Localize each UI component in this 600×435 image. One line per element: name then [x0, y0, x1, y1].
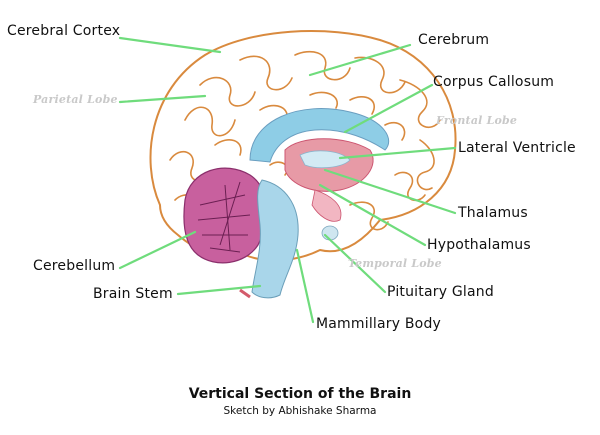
leader-corpus-callosum [343, 83, 434, 134]
leader-lateral-ventricle [338, 146, 457, 160]
caption-title: Vertical Section of the Brain [188, 386, 412, 402]
label-brain-stem: Brain Stem [93, 286, 173, 302]
leader-thalamus [323, 168, 457, 215]
caption-credit: Sketch by Abhishake Sharma [223, 405, 377, 417]
corpus-callosum-shape [249, 108, 390, 163]
label-parietal-lobe: Parietal Lobe [33, 93, 118, 106]
pituitary-shape [321, 225, 339, 241]
leader-brain-stem [176, 284, 262, 296]
stem-base-mark [239, 288, 251, 299]
label-thalamus: Thalamus [458, 205, 528, 221]
label-cerebrum: Cerebrum [418, 32, 490, 48]
leader-mammillary-body [295, 248, 315, 324]
label-temporal-lobe: Temporal Lobe [348, 257, 442, 270]
label-corpus-callosum: Corpus Callosum [433, 74, 555, 90]
label-pituitary-gland: Pituitary Gland [387, 284, 494, 300]
brain-stem-shape [251, 179, 299, 299]
ventricle-shape [299, 150, 351, 169]
leader-cerebellum [118, 230, 197, 270]
leader-lines [118, 36, 457, 324]
label-lateral-ventricle: Lateral Ventricle [458, 140, 576, 156]
leader-pituitary-gland [323, 233, 387, 294]
label-cerebral-cortex: Cerebral Cortex [7, 23, 121, 39]
cerebellum-shape [183, 167, 267, 264]
leader-hypothalamus [318, 183, 427, 247]
leader-cerebral-cortex [118, 36, 222, 54]
label-cerebellum: Cerebellum [33, 258, 116, 274]
leader-parietal-lobe [118, 94, 207, 104]
hypothalamus-shape [311, 189, 342, 222]
label-frontal-lobe: Frontal Lobe [436, 114, 518, 127]
leader-cerebrum [308, 43, 412, 77]
label-mammillary-body: Mammillary Body [316, 316, 442, 332]
label-hypothalamus: Hypothalamus [427, 237, 531, 253]
